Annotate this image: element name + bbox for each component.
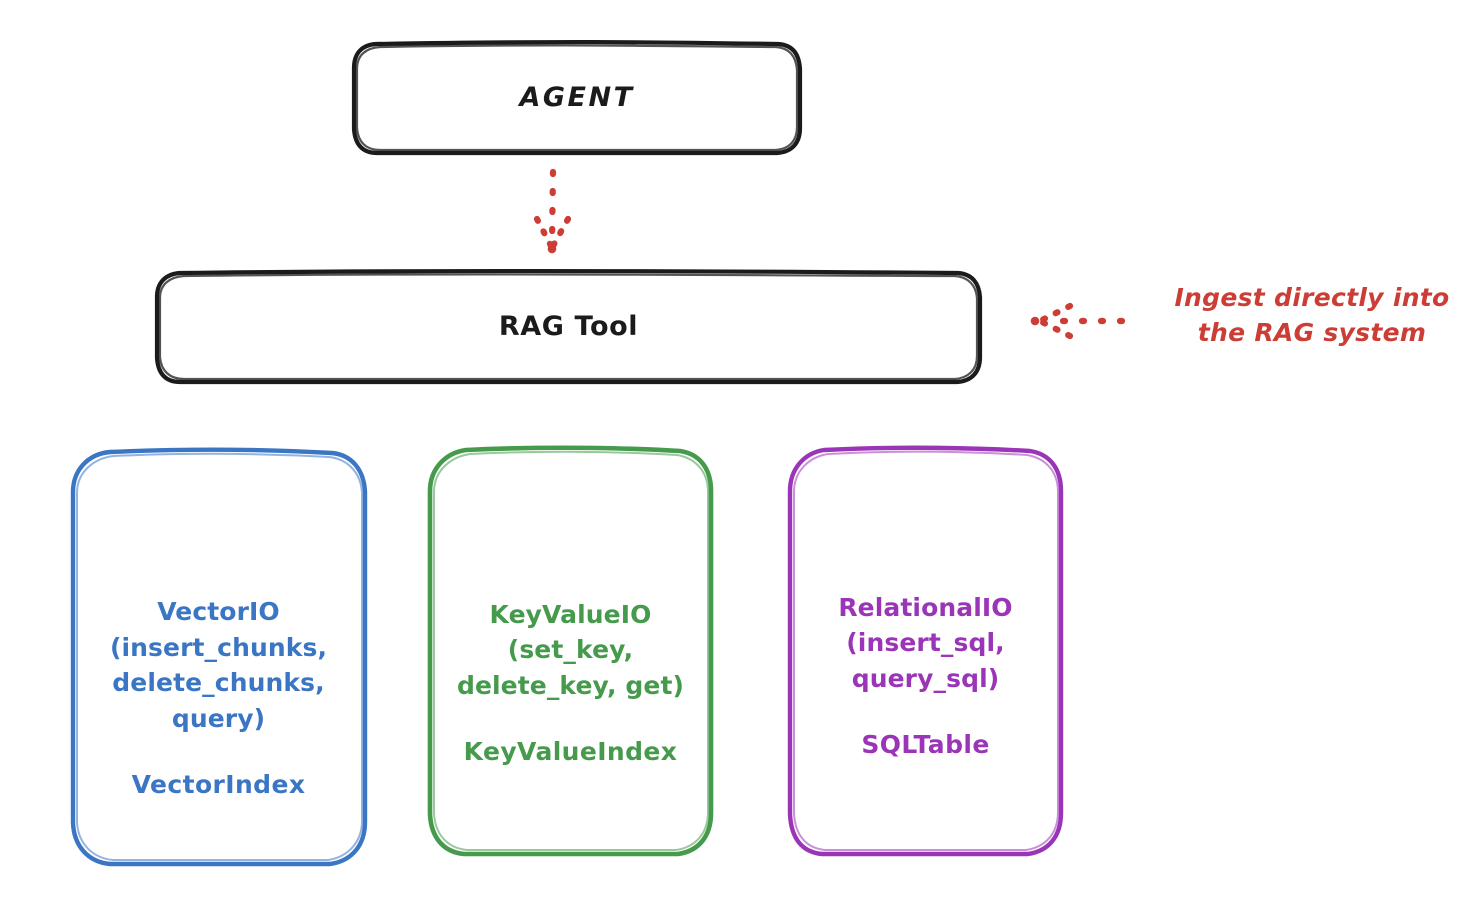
rag-tool-label: RAG Tool <box>498 311 639 343</box>
connector-annotation-to-ragtool <box>1030 302 1126 340</box>
agent-label: AGENT <box>519 82 635 114</box>
vectorio-sublabel: VectorIndex <box>131 770 306 799</box>
vectorio-box-outline <box>70 447 368 867</box>
agent-node[interactable]: AGENT <box>354 43 800 153</box>
keyvalueio-node[interactable]: KeyValueIO (set_key, delete_key, get) Ke… <box>430 448 711 855</box>
relationalio-box-outline <box>787 445 1064 857</box>
keyvalueio-box-outline <box>427 445 714 857</box>
keyvalueio-label: KeyValueIO (set_key, delete_key, get) <box>456 599 685 700</box>
relationalio-node[interactable]: RelationalIO (insert_sql, query_sql) SQL… <box>790 448 1061 855</box>
keyvalueio-sublabel: KeyValueIndex <box>463 737 678 767</box>
connector-agent-to-ragtool <box>533 168 572 254</box>
keyvalueio-text-stack: KeyValueIO (set_key, delete_key, get) Ke… <box>457 597 684 767</box>
vectorio-node[interactable]: VectorIO (insert_chunks, delete_chunks, … <box>72 450 365 865</box>
relationalio-text-stack: RelationalIO (insert_sql, query_sql) SQL… <box>838 590 1012 760</box>
relationalio-sublabel: SQLTable <box>861 730 990 760</box>
ingest-annotation-label: Ingest directly into the RAG system <box>1174 283 1450 347</box>
agent-box-outline <box>351 40 803 156</box>
vectorio-label: VectorIO (insert_chunks, delete_chunks, … <box>109 597 328 733</box>
vectorio-text-stack: VectorIO (insert_chunks, delete_chunks, … <box>110 594 327 799</box>
relationalio-label: RelationalIO (insert_sql, query_sql) <box>838 592 1013 693</box>
rag-tool-box-outline <box>154 269 983 385</box>
rag-tool-node[interactable]: RAG Tool <box>157 272 980 382</box>
